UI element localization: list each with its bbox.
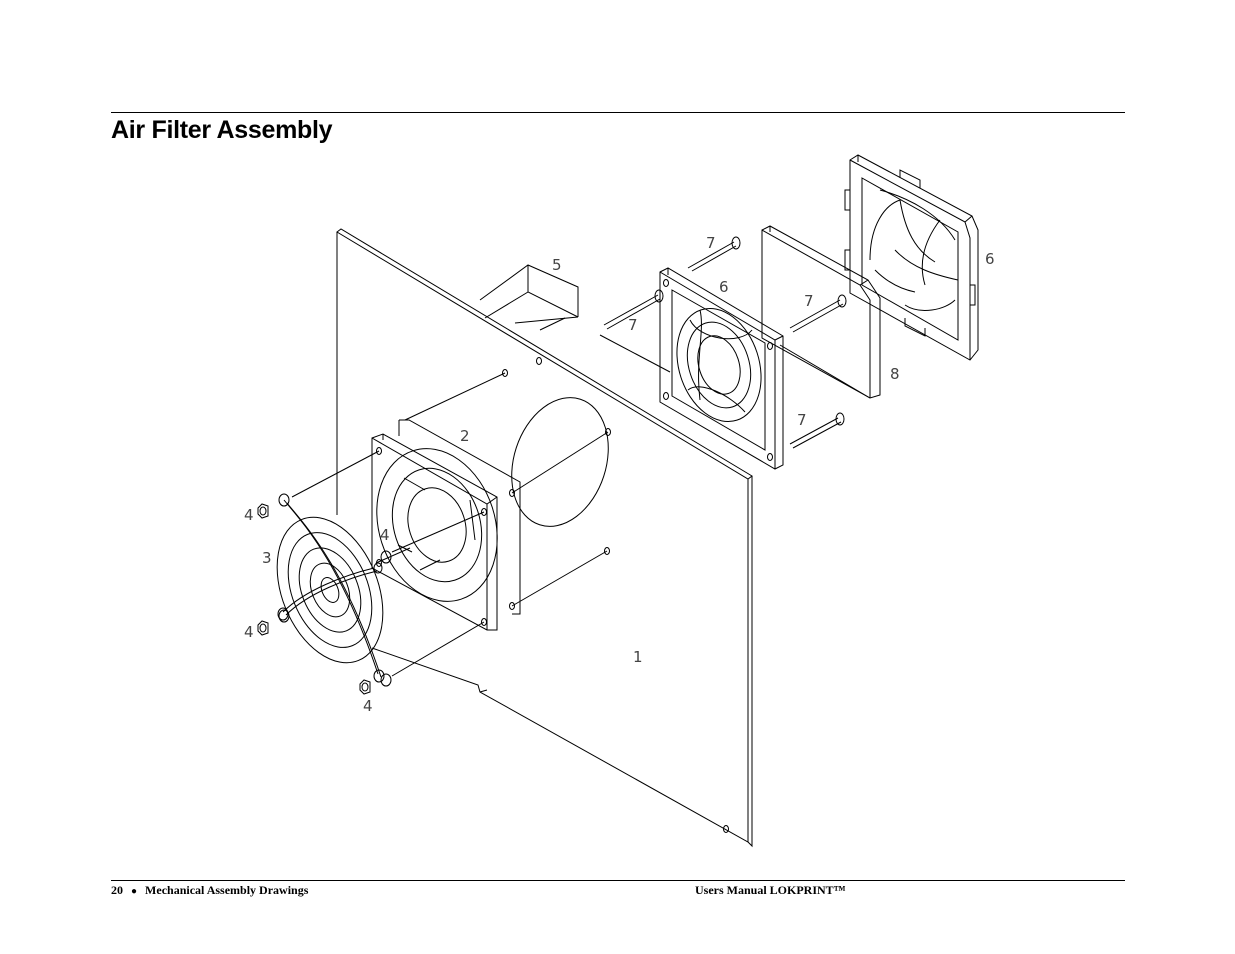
- callout-1: 1: [633, 648, 643, 666]
- callout-7c: 7: [804, 292, 814, 310]
- nuts-and-washers: [257, 503, 392, 695]
- callout-7a: 7: [706, 234, 716, 252]
- page-title: Air Filter Assembly: [111, 116, 333, 144]
- callout-7b: 7: [628, 316, 638, 334]
- callout-5: 5: [552, 256, 562, 274]
- callout-8: 8: [890, 365, 900, 383]
- footer-right: Users Manual LOKPRINT™: [695, 882, 846, 898]
- footer-rule: [111, 880, 1125, 881]
- alignment-lines: [291, 334, 671, 677]
- callout-6b: 6: [985, 250, 995, 268]
- callout-2: 2: [460, 427, 470, 445]
- fan-guard: [276, 493, 385, 683]
- filter-frame-rear: [844, 154, 979, 361]
- mounting-panel: [336, 228, 753, 848]
- callout-4a: 4: [244, 506, 254, 524]
- section-title: Mechanical Assembly Drawings: [145, 883, 309, 897]
- filter-frame-front: [659, 267, 784, 470]
- callout-7d: 7: [797, 411, 807, 429]
- callout-4d: 4: [363, 697, 373, 715]
- callout-3: 3: [262, 549, 272, 567]
- callout-4c: 4: [244, 623, 254, 641]
- bullet-icon: ●: [131, 886, 138, 897]
- page-number: 20: [111, 883, 123, 897]
- filter-mat: [761, 225, 881, 399]
- callout-6a: 6: [719, 278, 729, 296]
- header-rule: [111, 112, 1125, 113]
- screws: [603, 236, 847, 449]
- callout-4b: 4: [380, 526, 390, 544]
- air-duct: [479, 264, 579, 331]
- footer-left: 20 ● Mechanical Assembly Drawings: [111, 882, 308, 900]
- manual-title: Users Manual LOKPRINT™: [695, 883, 846, 897]
